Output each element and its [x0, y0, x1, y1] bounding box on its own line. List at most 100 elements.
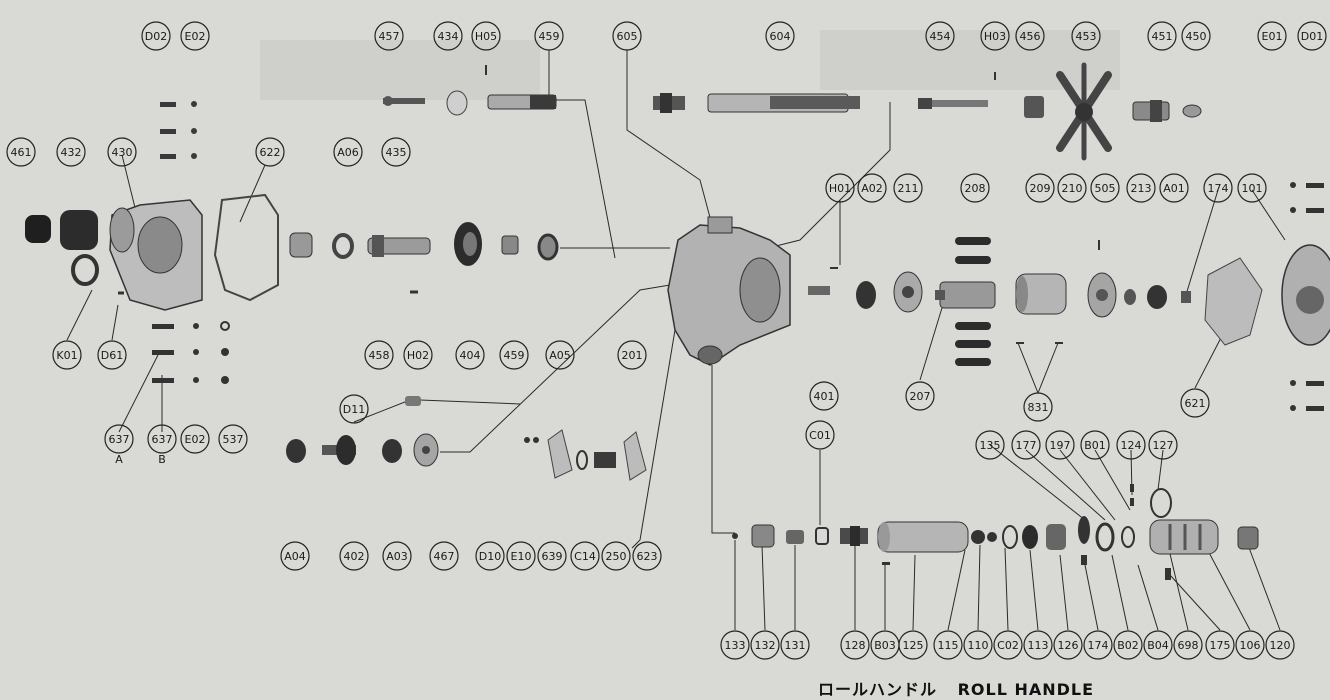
part-number-label: 113	[1028, 639, 1049, 652]
part-number-label: 120	[1270, 639, 1291, 652]
part-number-label: E02	[185, 30, 206, 43]
part-number-label: A03	[386, 550, 408, 563]
part-bubble-64	[570, 541, 600, 571]
part-bubble-29	[1126, 173, 1156, 203]
part-number-label: H01	[829, 182, 851, 195]
part-number-label: 131	[785, 639, 806, 652]
part-number-label: 175	[1210, 639, 1231, 652]
part-bubble-47	[147, 424, 177, 454]
part-number-label: E02	[185, 433, 206, 446]
part-number-label: 637	[152, 433, 173, 446]
part-434	[446, 90, 468, 116]
part-120	[1237, 526, 1259, 550]
part-bubble-36	[403, 340, 433, 370]
part-number-label: 605	[617, 30, 638, 43]
part-number-label: A01	[1163, 182, 1185, 195]
part-number-label: 453	[1076, 30, 1097, 43]
part-number-label: 213	[1131, 182, 1152, 195]
part-number-label: D10	[479, 550, 501, 563]
part-c01	[815, 527, 829, 545]
part-175	[1165, 568, 1171, 580]
part-135	[1078, 516, 1090, 544]
part-bubble-39	[545, 340, 575, 370]
part-402-gear	[322, 435, 356, 465]
screws-637-e02-537	[152, 321, 230, 384]
part-467	[413, 433, 439, 467]
part-number-label: B04	[1147, 639, 1169, 652]
part-k01	[71, 254, 99, 286]
part-bubble-58	[339, 541, 369, 571]
part-number-label: 459	[539, 30, 560, 43]
part-bubble-32	[1237, 173, 1267, 203]
part-bubble-67	[720, 630, 750, 660]
part-430-housing	[109, 199, 203, 311]
part-bubble-77	[1053, 630, 1083, 660]
part-bubble-26	[1025, 173, 1055, 203]
part-639	[547, 429, 573, 479]
part-a02	[856, 281, 876, 309]
part-126	[1046, 524, 1066, 550]
leader-lines	[66, 50, 1286, 631]
part-number-label: 101	[1242, 182, 1263, 195]
part-bubble-35	[364, 340, 394, 370]
part-bubble-57	[280, 541, 310, 571]
part-127	[1150, 488, 1172, 518]
part-number-label: 454	[930, 30, 951, 43]
part-621-gasket	[1204, 257, 1263, 346]
screws-d02-e02	[160, 101, 197, 159]
part-bubble-41	[809, 381, 839, 411]
part-bubble-0	[141, 21, 171, 51]
part-number-label: 434	[438, 30, 459, 43]
part-number-label: A04	[284, 550, 306, 563]
part-number-label: 459	[504, 349, 525, 362]
part-456	[1024, 96, 1044, 118]
part-number-label: 128	[845, 639, 866, 652]
part-bubble-50	[975, 430, 1005, 460]
part-bubble-81	[1173, 630, 1203, 660]
part-number-label: 639	[542, 550, 563, 563]
part-number-label: 210	[1062, 182, 1083, 195]
part-461	[25, 215, 51, 243]
part-number-label: 402	[344, 550, 365, 563]
part-bubble-48	[180, 424, 210, 454]
part-bubble-31	[1203, 173, 1233, 203]
part-bubble-72	[898, 630, 928, 660]
part-bubble-44	[1180, 388, 1210, 418]
part-number-label: 457	[379, 30, 400, 43]
part-number-label: 174	[1208, 182, 1229, 195]
part-bubble-52	[1045, 430, 1075, 460]
part-number-label: 211	[898, 182, 919, 195]
part-bubble-28	[1090, 173, 1120, 203]
part-432	[60, 210, 98, 250]
part-number-label: 458	[369, 349, 390, 362]
part-401	[808, 286, 830, 295]
part-bubble-46	[104, 424, 134, 454]
part-bubble-60	[429, 541, 459, 571]
part-bubble-73	[933, 630, 963, 660]
part-bubble-40	[617, 340, 647, 370]
part-bubble-83	[1235, 630, 1265, 660]
part-number-label: 451	[1152, 30, 1173, 43]
part-number-label: H02	[407, 349, 429, 362]
part-number-label: A05	[549, 349, 571, 362]
part-113	[1022, 525, 1038, 549]
part-bubble-69	[780, 630, 810, 660]
part-201-main-body	[667, 216, 791, 366]
part-450	[1182, 104, 1202, 118]
part-bubble-20	[333, 137, 363, 167]
part-number-label: 135	[980, 439, 1001, 452]
part-number-label: 177	[1016, 439, 1037, 452]
part-bubble-68	[750, 630, 780, 660]
background-watermark	[260, 30, 1120, 100]
part-number-label: 115	[938, 639, 959, 652]
part-bubble-65	[601, 541, 631, 571]
part-number-label: 209	[1030, 182, 1051, 195]
part-604	[707, 93, 860, 113]
part-number-label: 430	[112, 146, 133, 159]
part-bubble-74	[963, 630, 993, 660]
part-bubble-5	[534, 21, 564, 51]
part-number-label: 404	[460, 349, 481, 362]
part-number-label: 698	[1178, 639, 1199, 652]
part-459	[501, 235, 519, 255]
